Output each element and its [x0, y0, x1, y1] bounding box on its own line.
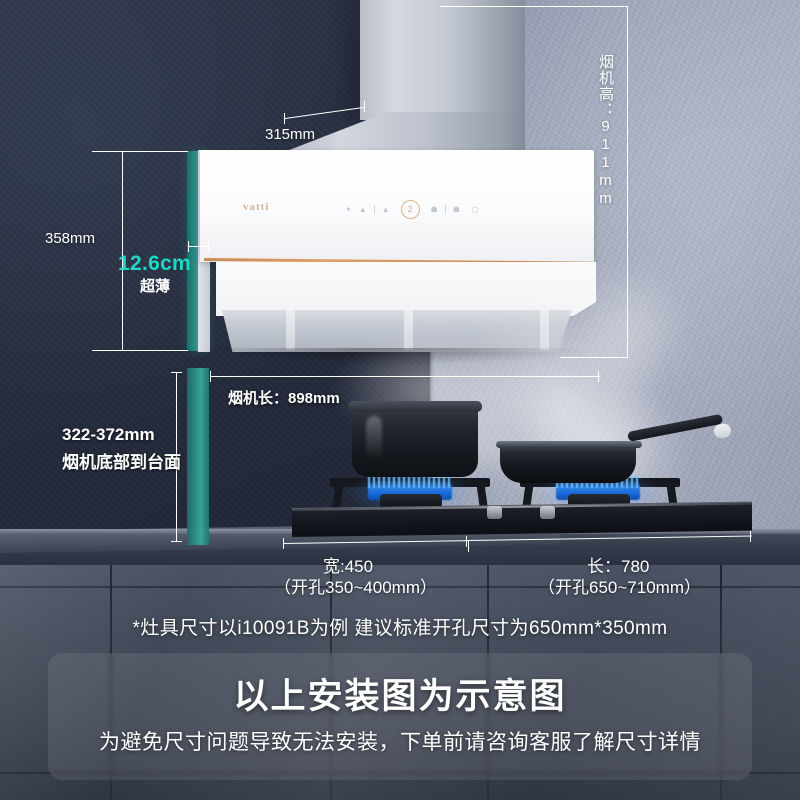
- dim-stove-width-value: 宽:450: [323, 557, 374, 576]
- range-hood-underside: [222, 310, 572, 352]
- range-hood-baffle-mid: [404, 310, 413, 350]
- burner-cap-left: [380, 494, 442, 508]
- range-hood-front-panel: vatti: [200, 150, 594, 262]
- cooking-pot: [348, 401, 482, 477]
- control-divider: [373, 205, 375, 214]
- dim-depth-315-label: 315mm: [265, 126, 316, 143]
- range-hood-chimney: [360, 0, 525, 120]
- pot-highlight: [366, 416, 382, 460]
- light-icon[interactable]: ✦: [345, 204, 352, 214]
- range-hood-baffle-right: [540, 310, 549, 350]
- range-hood-baffle-left: [286, 310, 295, 350]
- notice-title: 以上安装图为示意图: [233, 677, 567, 716]
- range-hood-drop-shadow: [200, 348, 590, 364]
- dim-hood-height-911-label: 烟机高：911mm: [597, 54, 614, 208]
- control-panel[interactable]: ✦ ▲ ▲ 2 ☗ ☗ ◻: [345, 200, 479, 219]
- steam-clean-icon[interactable]: ☗: [430, 204, 438, 214]
- power-dial-icon[interactable]: 2: [400, 200, 420, 219]
- speed-high-icon[interactable]: ▲: [381, 204, 390, 214]
- dim-thickness-value: 12.6cm: [118, 252, 192, 275]
- cooktop-knob-right[interactable]: [540, 506, 555, 519]
- footnote-text: *灶具尺寸以i10091B为例 建议标准开孔尺寸为650mm*350mm: [132, 618, 668, 639]
- timer-icon[interactable]: ◻: [471, 204, 479, 214]
- range-hood-lower-panel: [216, 262, 596, 316]
- dim-hood-length-898-label: 烟机长：898mm: [228, 390, 340, 407]
- dim-bottom-to-counter-label: 烟机底部到台面: [62, 453, 181, 472]
- chimney-shadow: [330, 0, 362, 120]
- dim-stove-width-cutout: （开孔350~400mm）: [274, 578, 437, 597]
- notice-subtitle: 为避免尺寸问题导致无法安装，下单前请咨询客服了解尺寸详情: [99, 731, 701, 754]
- dim-bottom-to-counter-value: 322-372mm: [62, 425, 155, 444]
- frying-pan-rim: [496, 441, 642, 448]
- smart-icon[interactable]: ☗: [452, 204, 460, 214]
- speed-low-icon[interactable]: ▲: [358, 204, 367, 214]
- teal-thickness-bar-lower: [187, 368, 209, 545]
- notice-card: 以上安装图为示意图 为避免尺寸问题导致无法安装，下单前请咨询客服了解尺寸详情: [48, 653, 752, 780]
- dim-stove-length-value: 长：780: [587, 557, 650, 576]
- dim-height-358-label: 358mm: [45, 230, 96, 247]
- control-divider-2: [444, 205, 446, 214]
- cooktop-knob-left[interactable]: [487, 506, 502, 519]
- dim-thickness-label: 超薄: [140, 278, 171, 295]
- dim-stove-length-cutout: （开孔650~710mm）: [538, 578, 701, 597]
- brand-logo: vatti: [243, 201, 270, 213]
- frying-pan: [500, 443, 636, 483]
